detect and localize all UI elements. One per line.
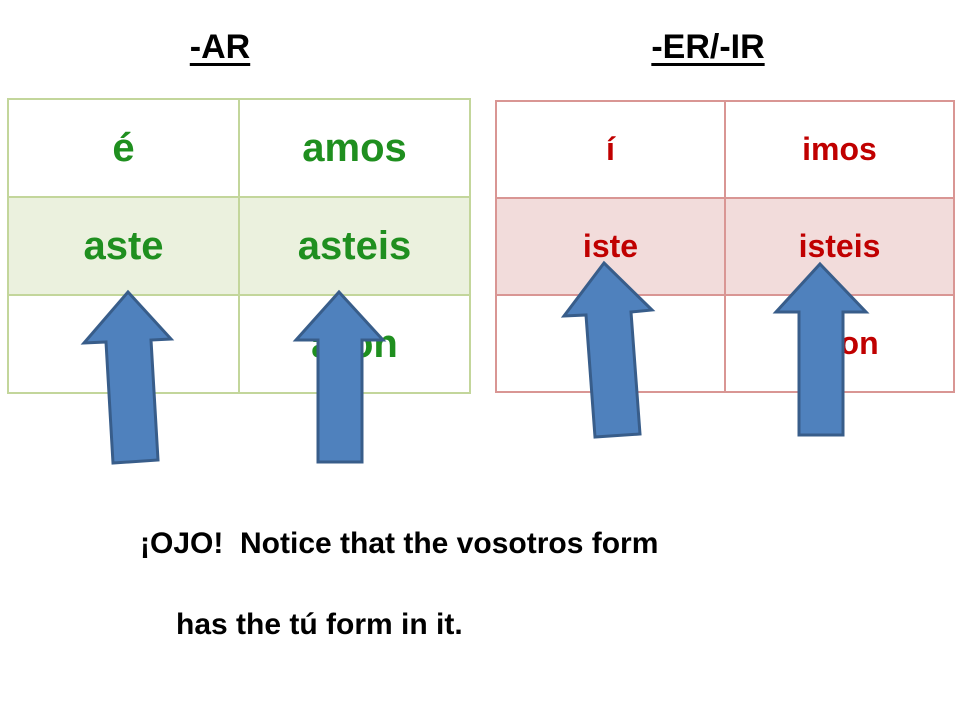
ar-el-ending	[7, 294, 240, 394]
table-row: iste isteis	[495, 197, 955, 296]
table-row: ieron	[495, 294, 955, 393]
table-row: é amos	[7, 98, 471, 198]
er-yo-ending: í	[495, 100, 726, 199]
ojo-note-line-2: has the tú form in it.	[176, 608, 463, 641]
er-el-ending	[495, 294, 726, 393]
ojo-note-line-1: ¡OJO! Notice that the vosotros form	[140, 527, 659, 560]
er-ir-endings-table: í imos iste isteis ieron	[495, 100, 955, 393]
ar-nosotros-ending: amos	[238, 98, 471, 198]
er-ellos-ending: ieron	[724, 294, 955, 393]
table-row: aron	[7, 294, 471, 394]
table-row: í imos	[495, 100, 955, 199]
ar-tu-ending: aste	[7, 196, 240, 296]
ar-ellos-ending: aron	[238, 294, 471, 394]
er-tu-ending: iste	[495, 197, 726, 296]
er-nosotros-ending: imos	[724, 100, 955, 199]
ar-yo-ending: é	[7, 98, 240, 198]
er-vosotros-ending: isteis	[724, 197, 955, 296]
ar-vosotros-ending: asteis	[238, 196, 471, 296]
heading-ar: -AR	[189, 28, 251, 66]
table-row: aste asteis	[7, 196, 471, 296]
heading-er-ir: -ER/-IR	[651, 28, 765, 66]
ar-endings-table: é amos aste asteis aron	[7, 98, 471, 394]
